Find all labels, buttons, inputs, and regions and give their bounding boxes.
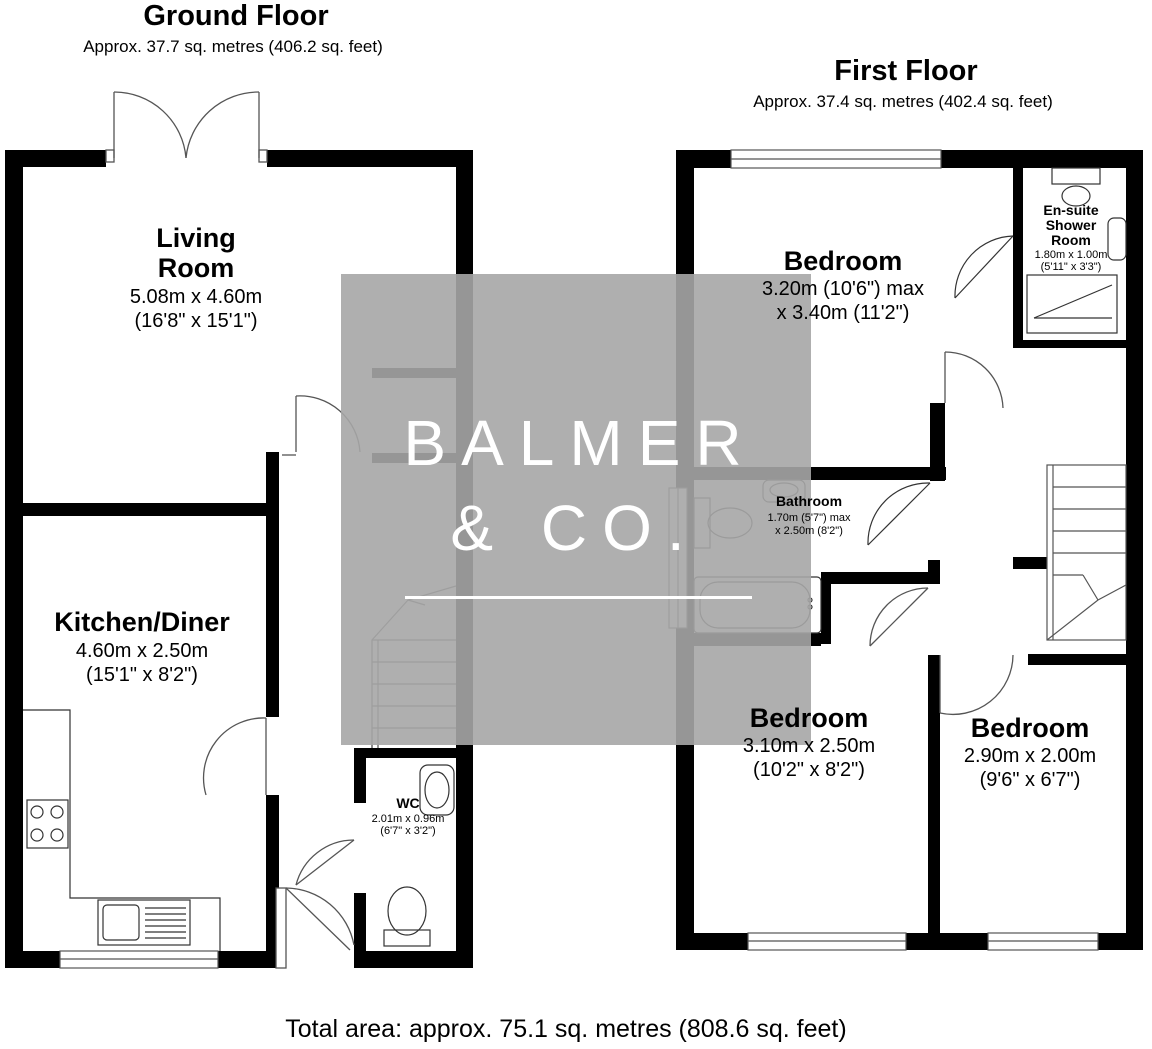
watermark-line-2: & CO.	[450, 492, 699, 564]
ensuite-fittings	[954, 167, 1127, 334]
living-room-name-1: Living	[156, 223, 236, 253]
bedroom-3-name: Bedroom	[971, 713, 1090, 743]
bedroom-3-dims-metric: 2.90m x 2.00m	[964, 745, 1096, 767]
bedroom-3-dims-imperial: (9'6" x 6'7")	[980, 769, 1081, 791]
ensuite-name-2: Shower	[1046, 217, 1097, 233]
bathroom-dims-metric: 1.70m (5'7") max	[767, 512, 851, 524]
kitchen-worktop	[23, 709, 221, 951]
kitchen-window	[59, 950, 219, 969]
watermark-box	[341, 274, 811, 745]
ensuite-name-1: En-suite	[1043, 202, 1098, 218]
ground-floor-title: Ground Floor	[143, 0, 328, 32]
ground-floor-area: Approx. 37.7 sq. metres (406.2 sq. feet)	[83, 37, 383, 56]
wc-door	[295, 839, 355, 886]
bedroom-2-dims-metric: 3.10m x 2.50m	[743, 735, 875, 757]
wc-dims-metric: 2.01m x 0.96m	[372, 813, 445, 825]
wc-dims-imperial: (6'7" x 3'2")	[380, 825, 435, 837]
kitchen-name: Kitchen/Diner	[54, 607, 230, 637]
bathroom-name: Bathroom	[776, 493, 842, 509]
bedroom-1-door	[944, 351, 1004, 409]
bathroom-dims-imperial: x 2.50m (8'2")	[775, 525, 843, 537]
kitchen-dims-metric: 4.60m x 2.50m	[76, 640, 208, 662]
first-floor-title: First Floor	[834, 55, 977, 87]
living-room-name-2: Room	[158, 253, 235, 283]
kitchen-sink	[97, 899, 191, 946]
ensuite-dims-imperial: (5'11" x 3'3")	[1041, 261, 1102, 273]
watermark-underline	[405, 596, 752, 599]
bedroom-1-dims-imperial: x 3.40m (11'2")	[777, 302, 910, 324]
living-room-dims-metric: 5.08m x 4.60m	[130, 286, 262, 308]
living-room-dims-imperial: (16'8" x 15'1")	[134, 310, 257, 332]
wc-basin	[419, 764, 455, 816]
first-floor-staircase	[1046, 464, 1127, 641]
watermark-line-1: BALMER	[403, 407, 756, 479]
bedroom-3-door	[939, 654, 1014, 716]
wc-toilet	[383, 886, 431, 947]
bedroom-1-dims-metric: 3.20m (10'6") max	[762, 278, 924, 300]
bedroom-2-name: Bedroom	[750, 703, 869, 733]
watermark: BALMER & CO.	[341, 274, 811, 745]
first-floor-walls	[676, 150, 1143, 950]
kitchen-door	[202, 717, 267, 796]
kitchen-dims-imperial: (15'1" x 8'2")	[86, 664, 198, 686]
bedroom-2-door	[869, 587, 929, 647]
ensuite-dims-metric: 1.80m x 1.00m	[1035, 249, 1108, 261]
total-area: Total area: approx. 75.1 sq. metres (808…	[285, 1015, 846, 1043]
first-floor-plan	[668, 149, 1143, 951]
front-door	[275, 887, 355, 969]
bedroom-2-dims-imperial: (10'2" x 8'2")	[753, 759, 865, 781]
ensuite-name-3: Room	[1051, 232, 1091, 248]
wc-name: WC	[396, 795, 419, 811]
first-floor-area: Approx. 37.4 sq. metres (402.4 sq. feet)	[753, 92, 1053, 111]
french-doors	[105, 91, 268, 163]
bedroom-1-name: Bedroom	[784, 246, 903, 276]
